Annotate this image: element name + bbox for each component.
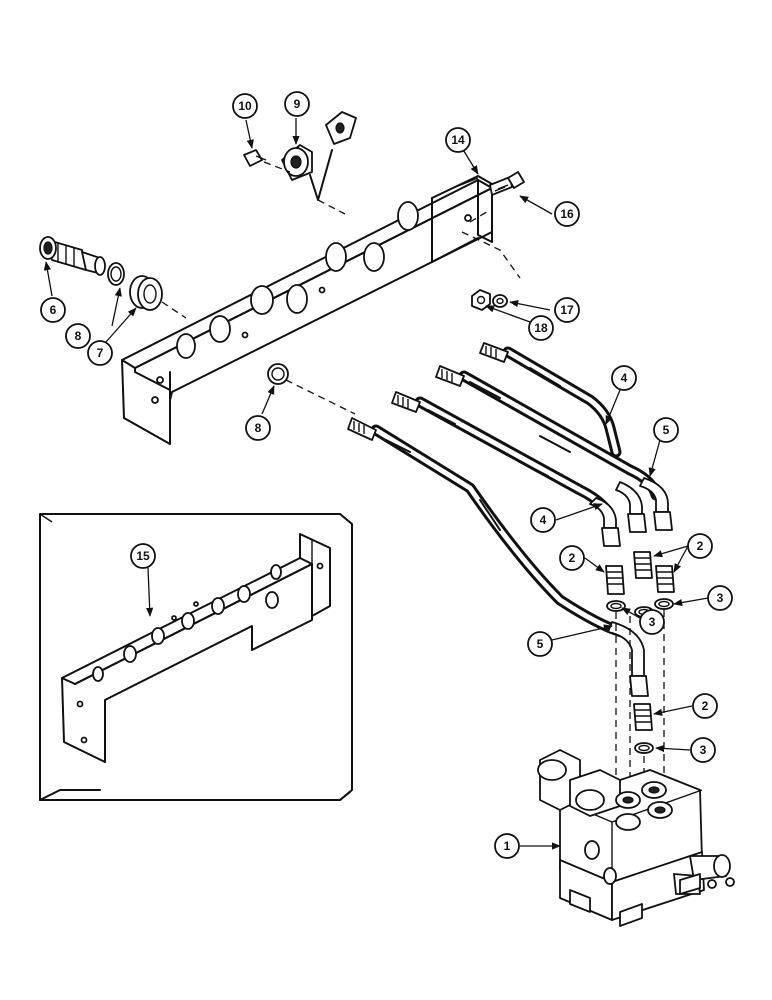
svg-text:7: 7 [97,346,104,360]
bracket-hole [250,285,274,315]
callout-2: 2 [692,693,718,719]
inset-panel [39,513,353,801]
bracket-hole [325,242,347,272]
callout-1: 1 [494,833,520,859]
callout-3: 3 [639,609,665,635]
svg-text:4: 4 [621,371,628,385]
bracket-hole [176,333,196,359]
dust-cap [281,111,357,201]
callout-8: 8 [245,415,271,441]
svg-text:17: 17 [560,303,574,317]
callout-16: 16 [554,201,580,227]
callout-8: 8 [65,323,91,349]
svg-text:3: 3 [717,591,724,605]
nut [471,289,491,311]
callout-14: 14 [445,127,471,153]
callout-6: 6 [40,297,66,323]
svg-text:2: 2 [569,551,576,565]
adapters [605,551,675,731]
control-valve [537,749,735,927]
callout-4: 4 [611,365,637,391]
svg-text:10: 10 [238,99,252,113]
svg-text:18: 18 [534,321,548,335]
svg-text:3: 3 [700,743,707,757]
quick-coupler [39,236,106,276]
callout-5: 5 [527,631,553,657]
callout-15: 15 [130,543,156,569]
snap-ring [107,262,125,286]
callout-18: 18 [528,315,554,341]
bracket-hole [286,284,308,314]
mounting-bracket [121,175,493,445]
hydraulic-hoses [347,342,673,697]
svg-text:15: 15 [136,549,150,563]
svg-text:2: 2 [697,539,704,553]
callout-4: 4 [530,507,556,533]
leader-lines [43,118,709,850]
svg-text:1: 1 [504,839,511,853]
screw [243,149,267,167]
callout-2: 2 [559,545,585,571]
svg-text:14: 14 [451,133,465,147]
callout-10: 10 [232,93,258,119]
callout-9: 9 [284,91,310,117]
snap-ring-lower [267,363,289,385]
callout-2: 2 [687,533,713,559]
svg-text:5: 5 [537,637,544,651]
svg-text:8: 8 [75,329,82,343]
svg-text:6: 6 [50,303,57,317]
svg-text:9: 9 [294,97,301,111]
svg-text:2: 2 [702,699,709,713]
callout-17: 17 [554,297,580,323]
bracket-hole [209,315,231,343]
svg-text:5: 5 [663,423,670,437]
bracket-hole [397,201,419,231]
bolt [489,171,525,196]
svg-text:16: 16 [560,207,574,221]
washer [492,294,508,308]
callout-3: 3 [707,585,733,611]
svg-text:8: 8 [255,421,262,435]
callout-5: 5 [653,417,679,443]
grommet [129,275,163,311]
alternate-bracket [61,533,331,763]
svg-text:4: 4 [540,513,547,527]
bracket-hole [363,242,385,272]
callout-7: 7 [87,340,113,366]
svg-text:3: 3 [649,615,656,629]
callout-3: 3 [690,737,716,763]
